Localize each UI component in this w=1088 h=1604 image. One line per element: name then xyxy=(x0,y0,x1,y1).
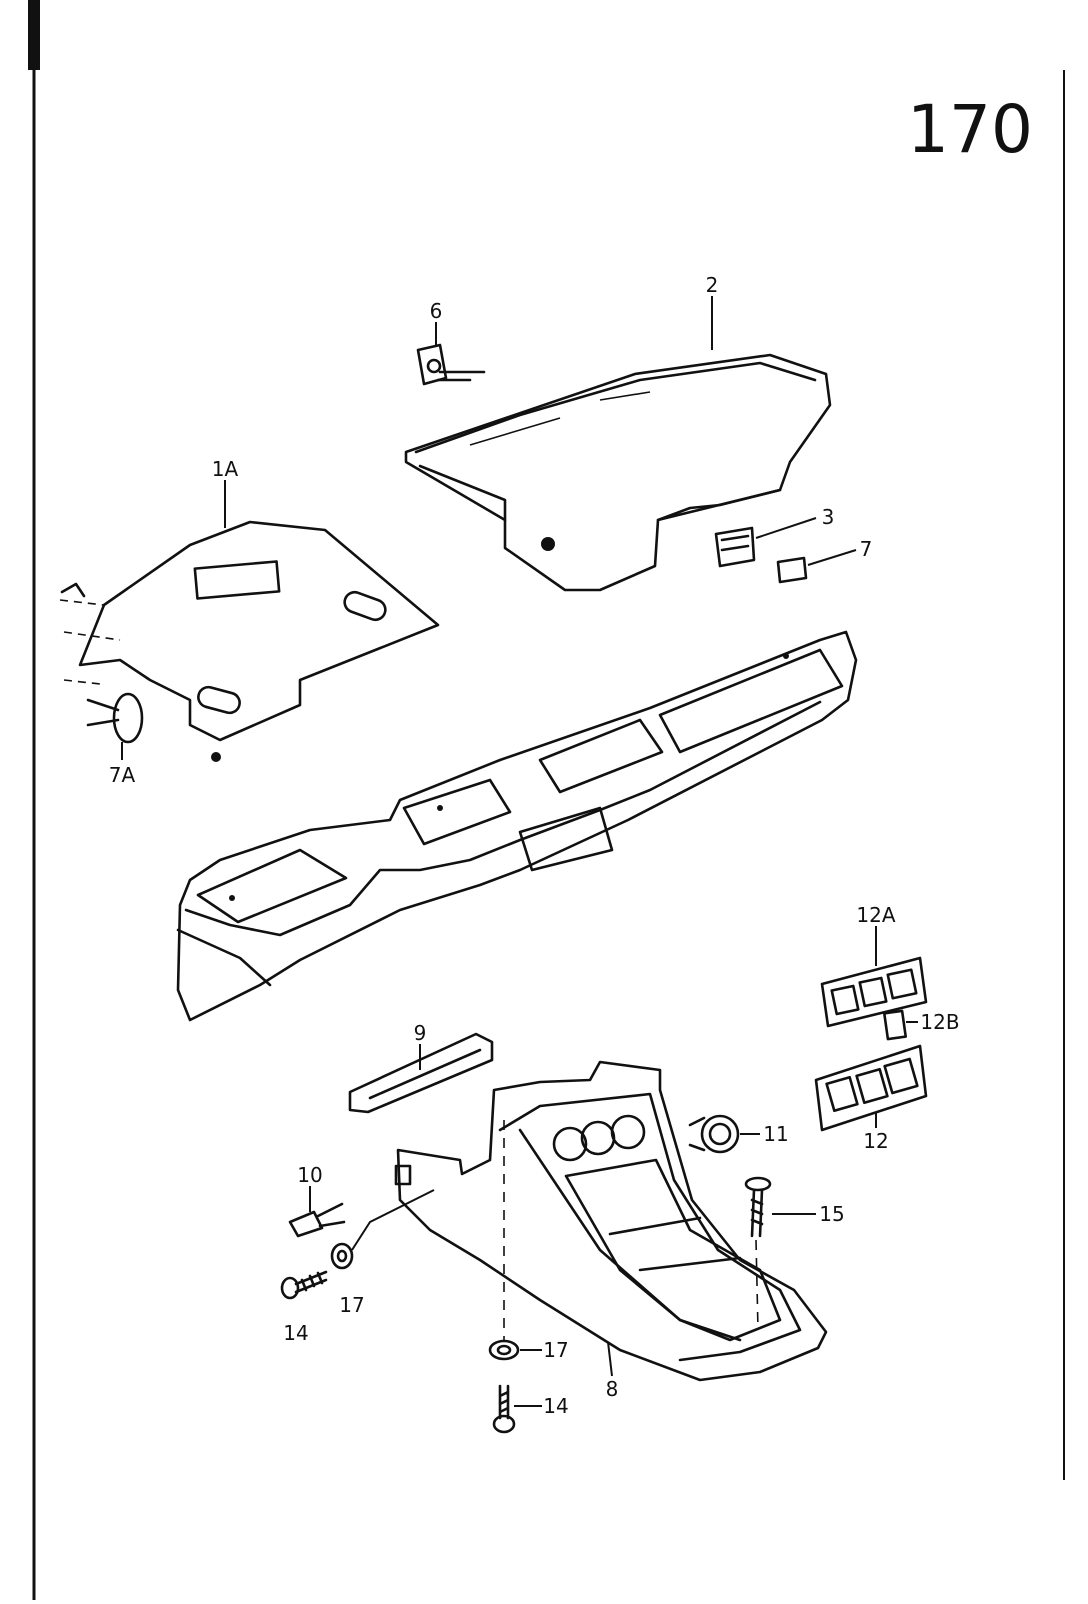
part-12B-switch xyxy=(882,1009,908,1041)
part-2-panel xyxy=(404,353,832,592)
leader-7 xyxy=(807,549,857,566)
part-17-washer-left xyxy=(330,1189,435,1270)
part-1A-cover xyxy=(59,520,440,762)
callout-12: 12 xyxy=(863,1129,888,1153)
part-14-screw-bottom xyxy=(492,1384,516,1434)
left-border-mark xyxy=(28,0,40,70)
part-17-washer-bottom xyxy=(488,1339,520,1361)
part-6-clip xyxy=(416,343,486,386)
part-8-console xyxy=(394,1060,828,1382)
part-11-gauge xyxy=(688,1114,740,1154)
callout-14-bottom: 14 xyxy=(543,1394,568,1418)
part-15-screw xyxy=(744,1176,772,1331)
callout-10: 10 xyxy=(297,1163,322,1187)
callout-8: 8 xyxy=(606,1377,619,1401)
callout-9: 9 xyxy=(414,1021,427,1045)
callout-7: 7 xyxy=(860,537,873,561)
part-12A-switch-panel xyxy=(820,956,928,1028)
callout-12A: 12A xyxy=(856,903,895,927)
callout-6: 6 xyxy=(430,299,443,323)
callout-1A: 1A xyxy=(212,457,239,481)
part-3-clip xyxy=(714,526,756,568)
callout-14-left: 14 xyxy=(283,1321,308,1345)
callout-7A: 7A xyxy=(109,763,136,787)
part-14-screw-left xyxy=(280,1270,328,1300)
dashboard-shell xyxy=(176,630,858,1022)
callout-17-left: 17 xyxy=(339,1293,364,1317)
callout-17-bottom: 17 xyxy=(543,1338,568,1362)
page-number: 170 xyxy=(907,91,1033,168)
leader-3 xyxy=(755,517,817,539)
leader-8 xyxy=(607,1341,613,1377)
callout-12B: 12B xyxy=(920,1010,959,1034)
callout-15: 15 xyxy=(819,1202,844,1226)
part-7-clip xyxy=(776,556,808,584)
part-10-plug xyxy=(288,1202,346,1238)
callout-11: 11 xyxy=(763,1122,788,1146)
part-7A-rivet xyxy=(86,692,144,744)
part-12-bezel xyxy=(814,1044,928,1132)
callout-3: 3 xyxy=(822,505,835,529)
callout-2: 2 xyxy=(706,273,719,297)
part-9-bracket xyxy=(348,1032,494,1114)
